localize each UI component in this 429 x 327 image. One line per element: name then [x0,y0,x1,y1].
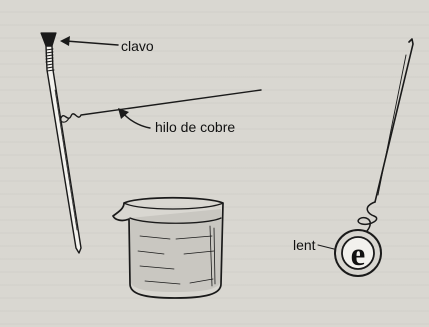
lens-label: lent [293,237,316,253]
wire-pointer-arrow [118,108,151,129]
lens-pointer-line [317,244,335,250]
wire-loop-lens-icon [334,38,414,277]
beaker-icon [112,196,224,299]
nail-icon [40,32,82,254]
nail-pointer-arrow [60,36,119,46]
copper-wire-label: hilo de cobre [155,119,236,135]
lens-letter: e [351,237,366,273]
nail-label: clavo [121,38,154,54]
copper-wire-icon [59,89,262,123]
